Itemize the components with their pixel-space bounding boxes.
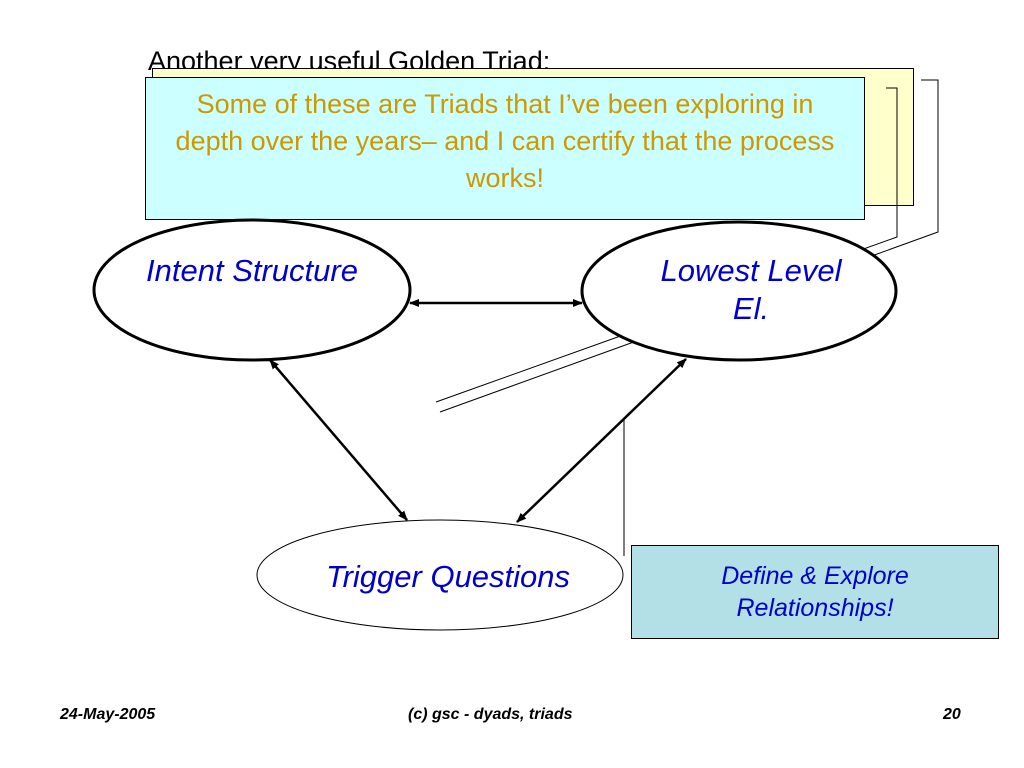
callout-line1: Define & Explore — [721, 562, 909, 590]
node-intent-structure — [92, 218, 412, 362]
footer-page-number: 20 — [943, 706, 961, 723]
footer-center: (c) gsc - dyads, triads — [408, 706, 573, 723]
node-label-lowest-level: Lowest Level El. — [590, 252, 912, 328]
node-label-intent-structure: Intent Structure — [146, 253, 358, 288]
node-label-lowest-line2: El. — [732, 291, 770, 326]
footer-date: 24-May-2005 — [60, 706, 156, 723]
arrow-lowest-trigger — [516, 358, 687, 523]
arrow-intent-trigger — [269, 359, 408, 521]
node-lowest-level — [580, 220, 898, 362]
node-trigger-questions — [256, 519, 624, 631]
node-label-trigger-questions: Trigger Questions — [325, 559, 571, 594]
callout-line2: Relationships! — [736, 594, 894, 622]
node-label-lowest-line1: Lowest Level — [660, 253, 842, 288]
note-card: Some of these are Triads that I’ve been … — [145, 77, 865, 220]
callout-box: Define & Explore Relationships! — [631, 545, 999, 639]
note-text: Some of these are Triads that I’ve been … — [175, 89, 835, 193]
